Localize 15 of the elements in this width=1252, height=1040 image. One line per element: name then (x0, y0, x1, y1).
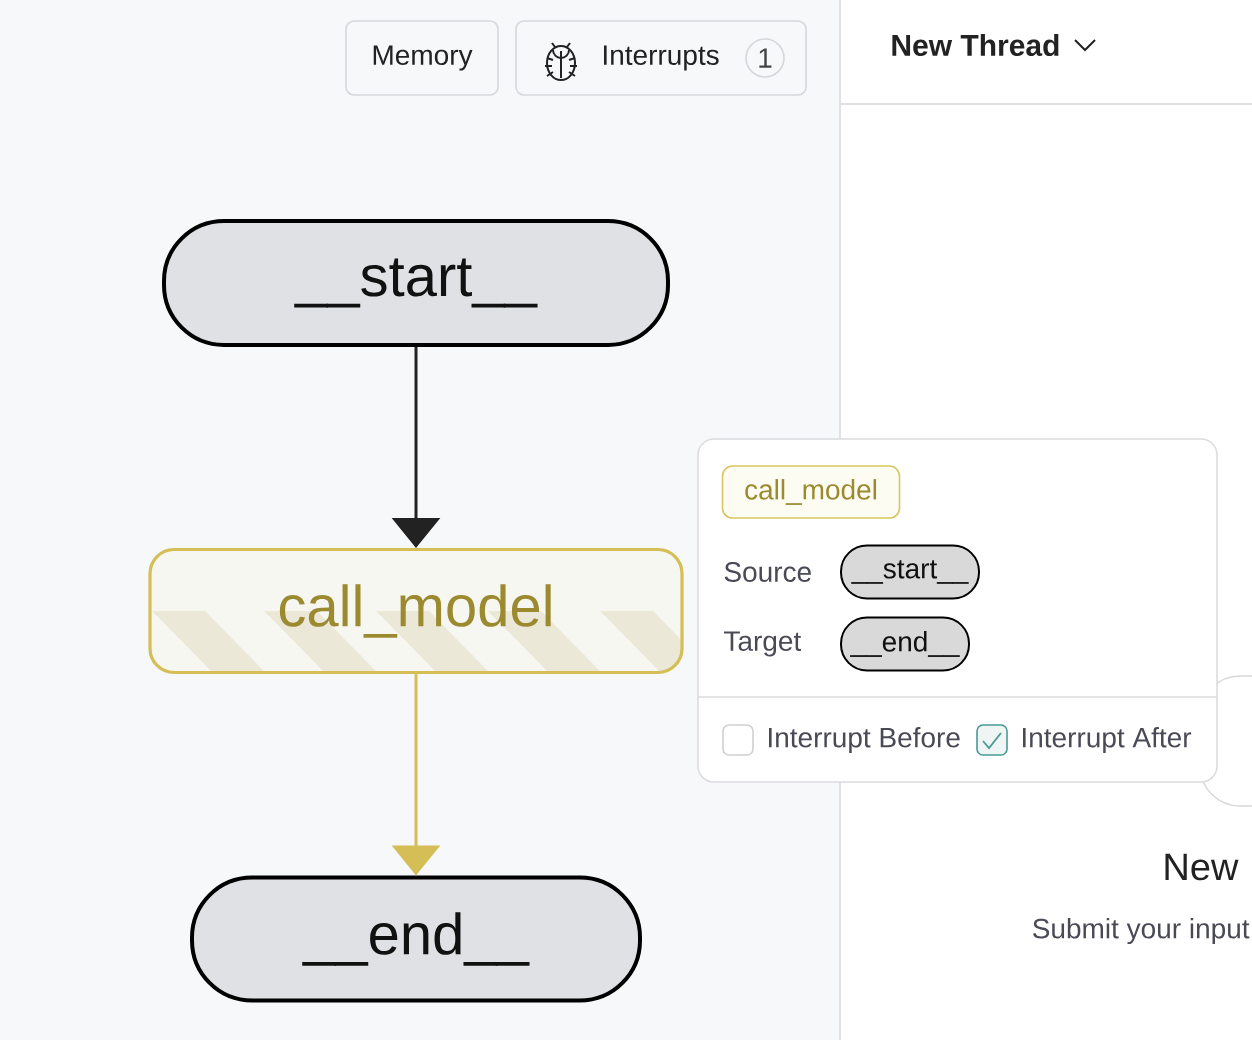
checkbox-label: Interrupt After (1023, 726, 1192, 754)
node-badge: call_model (721, 465, 901, 519)
terminal-node: __start__ (162, 219, 670, 347)
process-node: call_model (148, 547, 684, 675)
checkbox-label: Interrupt Before (769, 726, 960, 754)
count-badge: 1 (745, 38, 785, 78)
memory-button: Memory (345, 20, 499, 96)
empty-state-title: New (1165, 853, 1239, 881)
node-pill: __start__ (840, 544, 980, 600)
header-title: New Thread (892, 34, 1059, 56)
field-label: Source (724, 562, 811, 582)
terminal-node: __end__ (190, 875, 642, 1003)
field-label: Target (724, 631, 802, 657)
empty-state-text: Submit your input (1033, 917, 1250, 945)
node-pill: __end__ (840, 616, 970, 672)
